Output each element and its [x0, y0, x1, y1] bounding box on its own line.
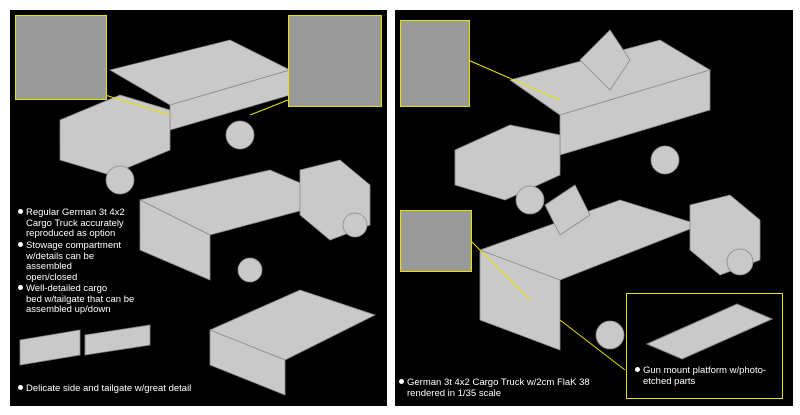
caption-line: Regular German 3t 4x2 [26, 207, 125, 218]
caption-cargo-bed: Well-detailed cargo bed w/tailgate that … [18, 283, 135, 316]
detail-inset-flak-stowage [400, 20, 470, 107]
caption-flak-truck: German 3t 4x2 Cargo Truck w/2cm FlaK 38 … [399, 377, 590, 399]
callout-leader-lines [104, 59, 626, 371]
gun-mount-caption: Gun mount platform w/photo- etched parts [635, 365, 767, 387]
caption-side-tailgate: Delicate side and tailgate w/great detai… [18, 383, 192, 395]
gun-mount-callout: Gun mount platform w/photo- etched parts [626, 293, 783, 399]
caption-line: w/details can be [26, 250, 95, 262]
caption-line: German 3t 4x2 Cargo Truck w/2cm FlaK 38 [407, 377, 590, 388]
side-rail-parts [19, 324, 151, 366]
caption-line: open/closed [26, 271, 78, 283]
caption-regular-truck: Regular German 3t 4x2 Cargo Truck accura… [18, 207, 125, 240]
flak-truck-render-2 [478, 184, 761, 351]
caption-line: Well-detailed cargo [26, 283, 108, 294]
caption-line: Delicate side and tailgate w/great detai… [26, 383, 192, 394]
detail-inset-rear-stowage [288, 15, 382, 107]
caption-line: Gun mount platform w/photo- [643, 365, 767, 376]
cargo-truck-render-1 [59, 39, 292, 195]
caption-line: bed w/tailgate that can be [26, 293, 135, 305]
caption-line: assembled [26, 261, 72, 272]
caption-stowage: Stowage compartment w/details can be ass… [18, 240, 122, 283]
cargo-bed-render [208, 289, 377, 396]
flak-truck-render-1 [454, 29, 711, 215]
caption-line: reproduced as option [26, 228, 116, 239]
caption-line: rendered in 1/35 scale [407, 387, 502, 399]
gun-mount-platform-render [645, 303, 774, 360]
caption-line: etched parts [643, 375, 696, 387]
caption-line: Stowage compartment [26, 240, 122, 251]
cargo-truck-render-2 [138, 159, 371, 283]
detail-inset-flak-side [400, 210, 472, 272]
detail-inset-stowage [15, 15, 107, 100]
caption-line: assembled up/down [26, 304, 111, 315]
caption-line: Cargo Truck accurately [26, 217, 124, 229]
